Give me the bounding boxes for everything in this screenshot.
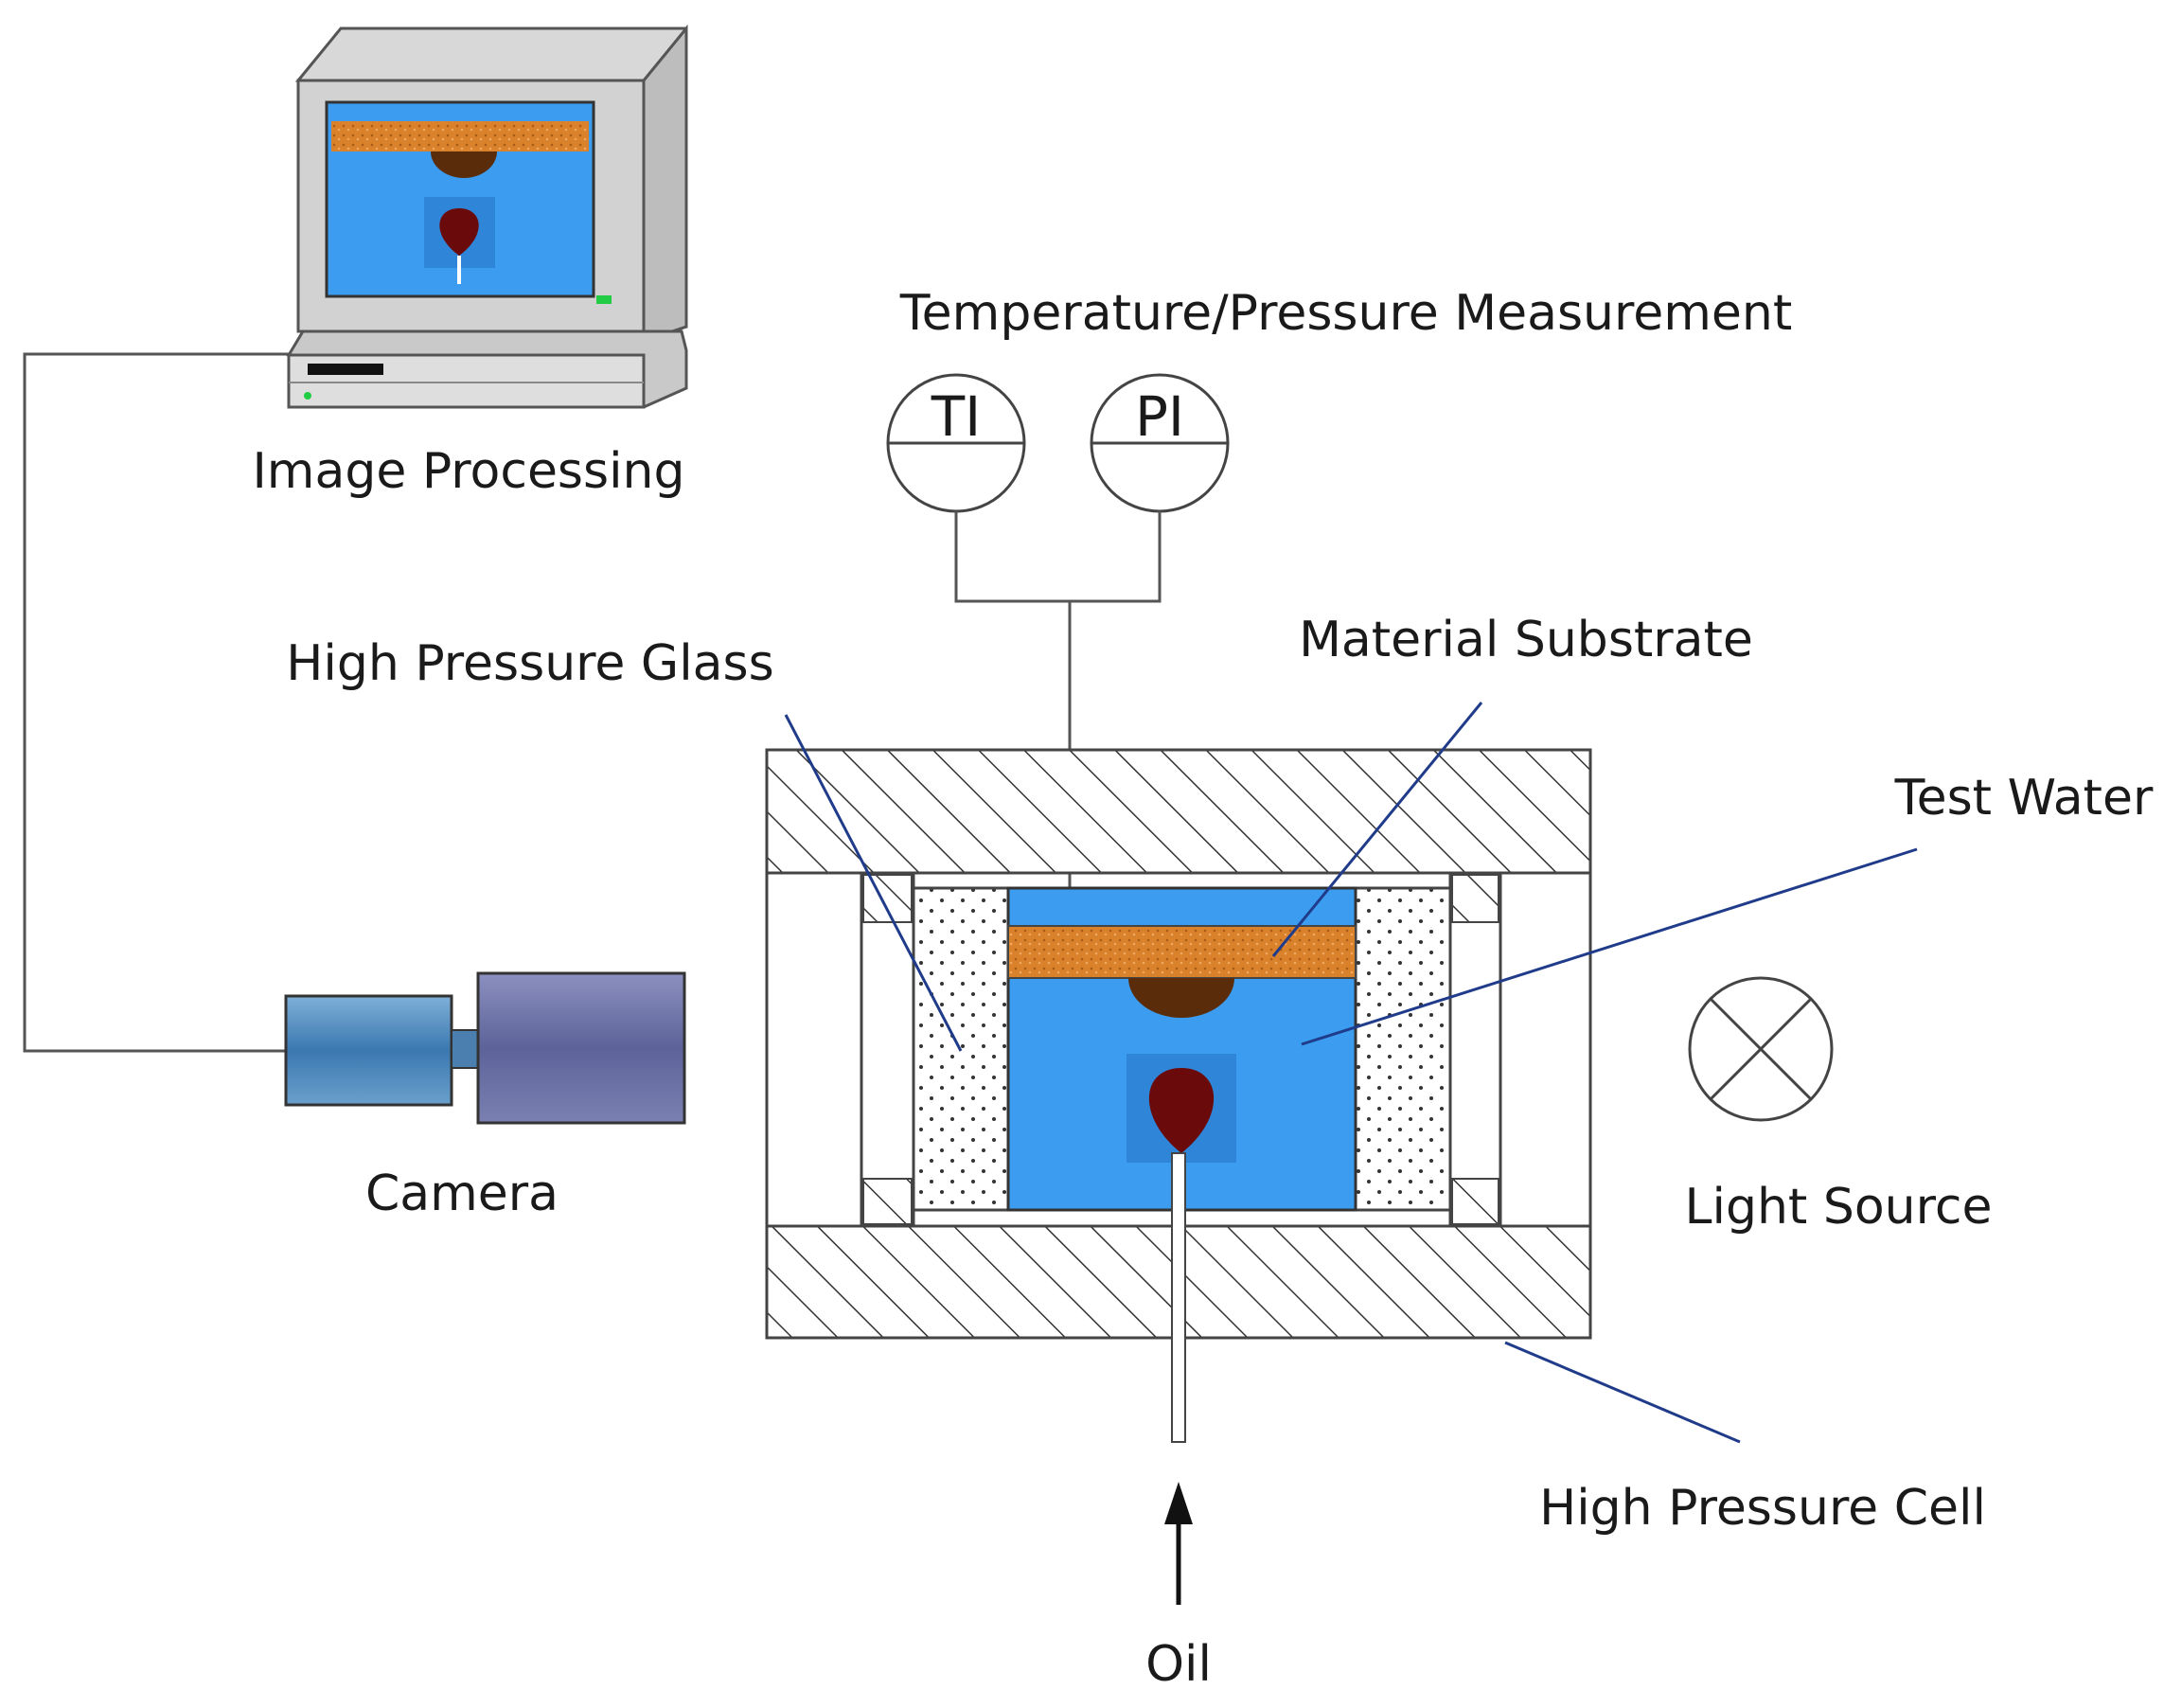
glass-leader-line [784,714,963,1052]
oil-inflow-arrow [1164,1482,1193,1605]
oil-needle [1171,1152,1186,1443]
high-pressure-cell-label: High Pressure Cell [1539,1480,1986,1537]
light-source-label: Light Source [1685,1179,1993,1236]
leader-lines [784,702,1918,1444]
high-pressure-cell [765,748,1592,1340]
camera-label: Camera [365,1165,559,1222]
water-leader-line [1301,847,1918,1046]
pressure-indicator-gauge: PI [1090,373,1230,513]
light-source-icon [1688,976,1834,1122]
temperature-pressure-label: Temperature/Pressure Measurement [899,285,1792,342]
test-water-label: Test Water [1894,770,2154,827]
material-substrate-label: Material Substrate [1299,612,1753,668]
pressure-gauge-label: PI [1135,384,1184,449]
temperature-indicator-gauge: TI [886,373,1026,513]
oil-droplet [1148,1068,1215,1153]
captive-bubble [1128,978,1234,1018]
oil-label: Oil [1145,1636,1212,1693]
substrate-leader-line [1271,702,1483,957]
image-processing-label: Image Processing [252,443,684,500]
material-substrate [1007,925,1357,979]
high-pressure-glass-label: High Pressure Glass [286,635,773,692]
computer-icon [286,24,688,409]
camera-icon [284,971,686,1125]
cell-leader-line [1504,1341,1741,1444]
temperature-gauge-label: TI [931,384,982,449]
computer-camera-cable [23,352,289,1053]
gauge-tubing [954,511,1162,603]
